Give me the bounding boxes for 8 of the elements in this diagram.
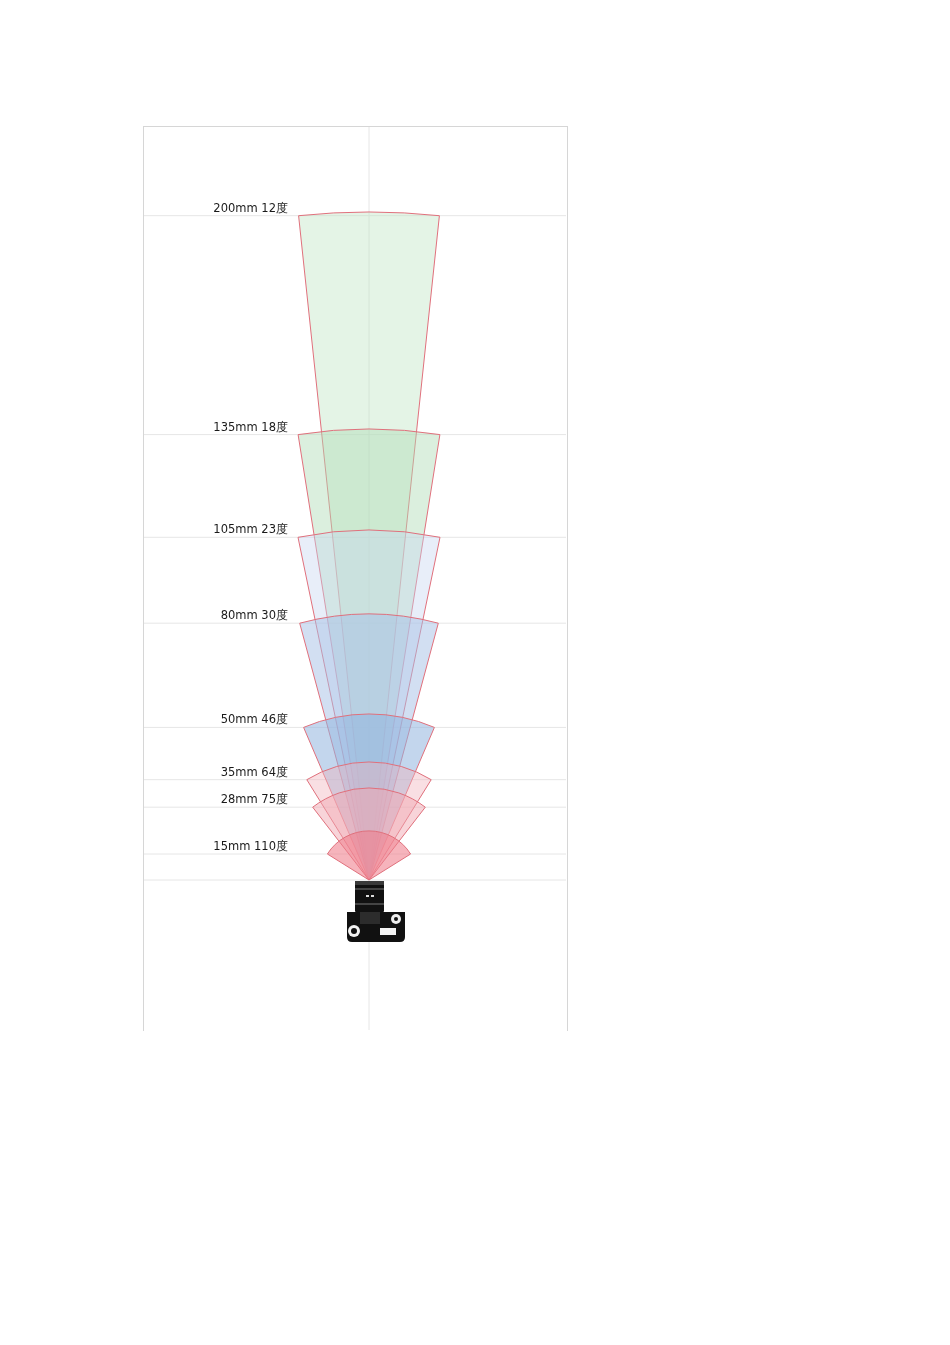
focal-length-label: 28mm 75度 — [220, 793, 288, 807]
focal-length-label: 105mm 23度 — [213, 523, 288, 537]
focal-length-label: 80mm 30度 — [220, 609, 288, 623]
focal-length-label: 50mm 46度 — [220, 713, 288, 727]
focal-length-label: 135mm 18度 — [213, 420, 288, 434]
focal-length-label: 15mm 110度 — [213, 840, 288, 853]
focal-length-label: 35mm 64度 — [220, 765, 288, 779]
focal-length-label: 200mm 12度 — [213, 201, 288, 215]
